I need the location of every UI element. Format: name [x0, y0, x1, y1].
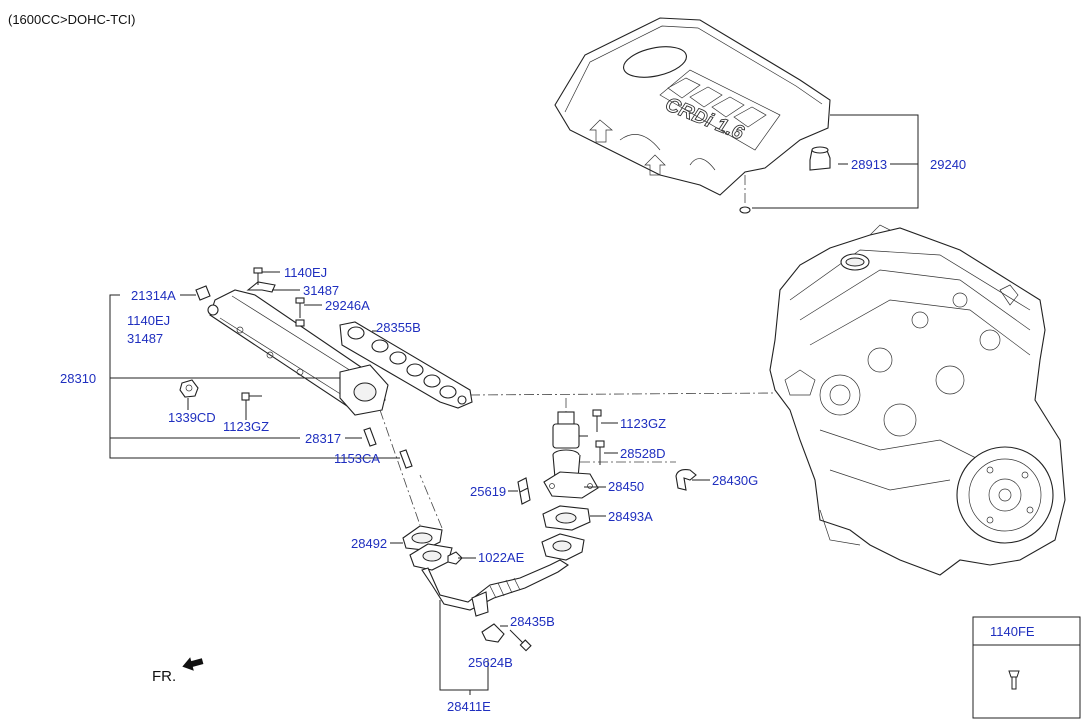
label-1140EJ-left[interactable]: 1140EJ: [127, 313, 170, 328]
label-31487-left[interactable]: 31487: [127, 331, 163, 346]
label-28528D[interactable]: 28528D: [620, 446, 666, 461]
label-28355B[interactable]: 28355B: [376, 320, 421, 335]
gasket-28493A: [542, 505, 591, 531]
label-28430G[interactable]: 28430G: [712, 473, 758, 488]
nut-1022AE: [447, 551, 463, 565]
label-21314A[interactable]: 21314A: [131, 288, 176, 303]
label-25619[interactable]: 25619: [470, 484, 506, 499]
label-28317[interactable]: 28317: [305, 431, 341, 446]
label-31487-top[interactable]: 31487: [303, 283, 339, 298]
bracket-25619: [517, 477, 531, 505]
label-1140EJ-top[interactable]: 1140EJ: [284, 265, 327, 280]
label-28913[interactable]: 28913: [851, 157, 887, 172]
stud-1153CA: [399, 449, 413, 469]
legend-box-1140FE: 1140FE: [972, 616, 1081, 719]
leader-29240: [752, 114, 919, 209]
bracket-25624B: [481, 623, 505, 643]
label-1022AE[interactable]: 1022AE: [478, 550, 525, 565]
grommet-28913: [809, 146, 831, 171]
label-1339CD[interactable]: 1339CD: [168, 410, 216, 425]
leader-28310-group: [109, 271, 400, 459]
label-28435B[interactable]: 28435B: [510, 614, 555, 629]
bolt-1123GZ-left: [241, 392, 262, 401]
diagram-header: (1600CC>DOHC-TCI): [8, 12, 136, 27]
label-28493A[interactable]: 28493A: [608, 509, 653, 524]
legend-box-title[interactable]: 1140FE: [990, 624, 1035, 639]
label-28411E[interactable]: 28411E: [447, 699, 491, 714]
label-29246A[interactable]: 29246A: [325, 298, 370, 313]
bolt-29246A: [295, 297, 305, 327]
label-1123GZ-right[interactable]: 1123GZ: [620, 416, 666, 431]
engine-cover: CRDi 1.6: [554, 17, 831, 196]
label-28450[interactable]: 28450: [608, 479, 644, 494]
clamp-31487: [246, 267, 276, 293]
stud-28317: [363, 427, 377, 447]
egr-cooler-28310: [207, 289, 389, 416]
grommet-small: [739, 206, 751, 214]
engine-block: [769, 224, 1066, 576]
bolt-1123GZ-right: [592, 409, 602, 432]
label-25624B[interactable]: 25624B: [468, 655, 513, 670]
egr-pipe-28411E: [409, 533, 585, 617]
label-1123GZ-left[interactable]: 1123GZ: [223, 419, 269, 434]
gasket-28492: [402, 525, 443, 551]
arrow-fr-icon: [182, 657, 204, 671]
bolt-icon: [1008, 670, 1020, 690]
label-29240[interactable]: 29240: [930, 157, 966, 172]
bolt-28435B: [509, 629, 532, 652]
bolt-28528D: [595, 440, 605, 465]
nut-1339CD: [179, 379, 199, 398]
gasket-28355B: [339, 321, 473, 409]
plug-21314A: [195, 285, 211, 301]
hose-28430G: [675, 469, 697, 491]
direction-label: FR.: [152, 668, 176, 685]
label-28310[interactable]: 28310: [60, 371, 96, 386]
label-28492[interactable]: 28492: [351, 536, 387, 551]
label-1153CA[interactable]: 1153CA: [334, 451, 380, 466]
egr-valve-28450: [543, 411, 599, 499]
